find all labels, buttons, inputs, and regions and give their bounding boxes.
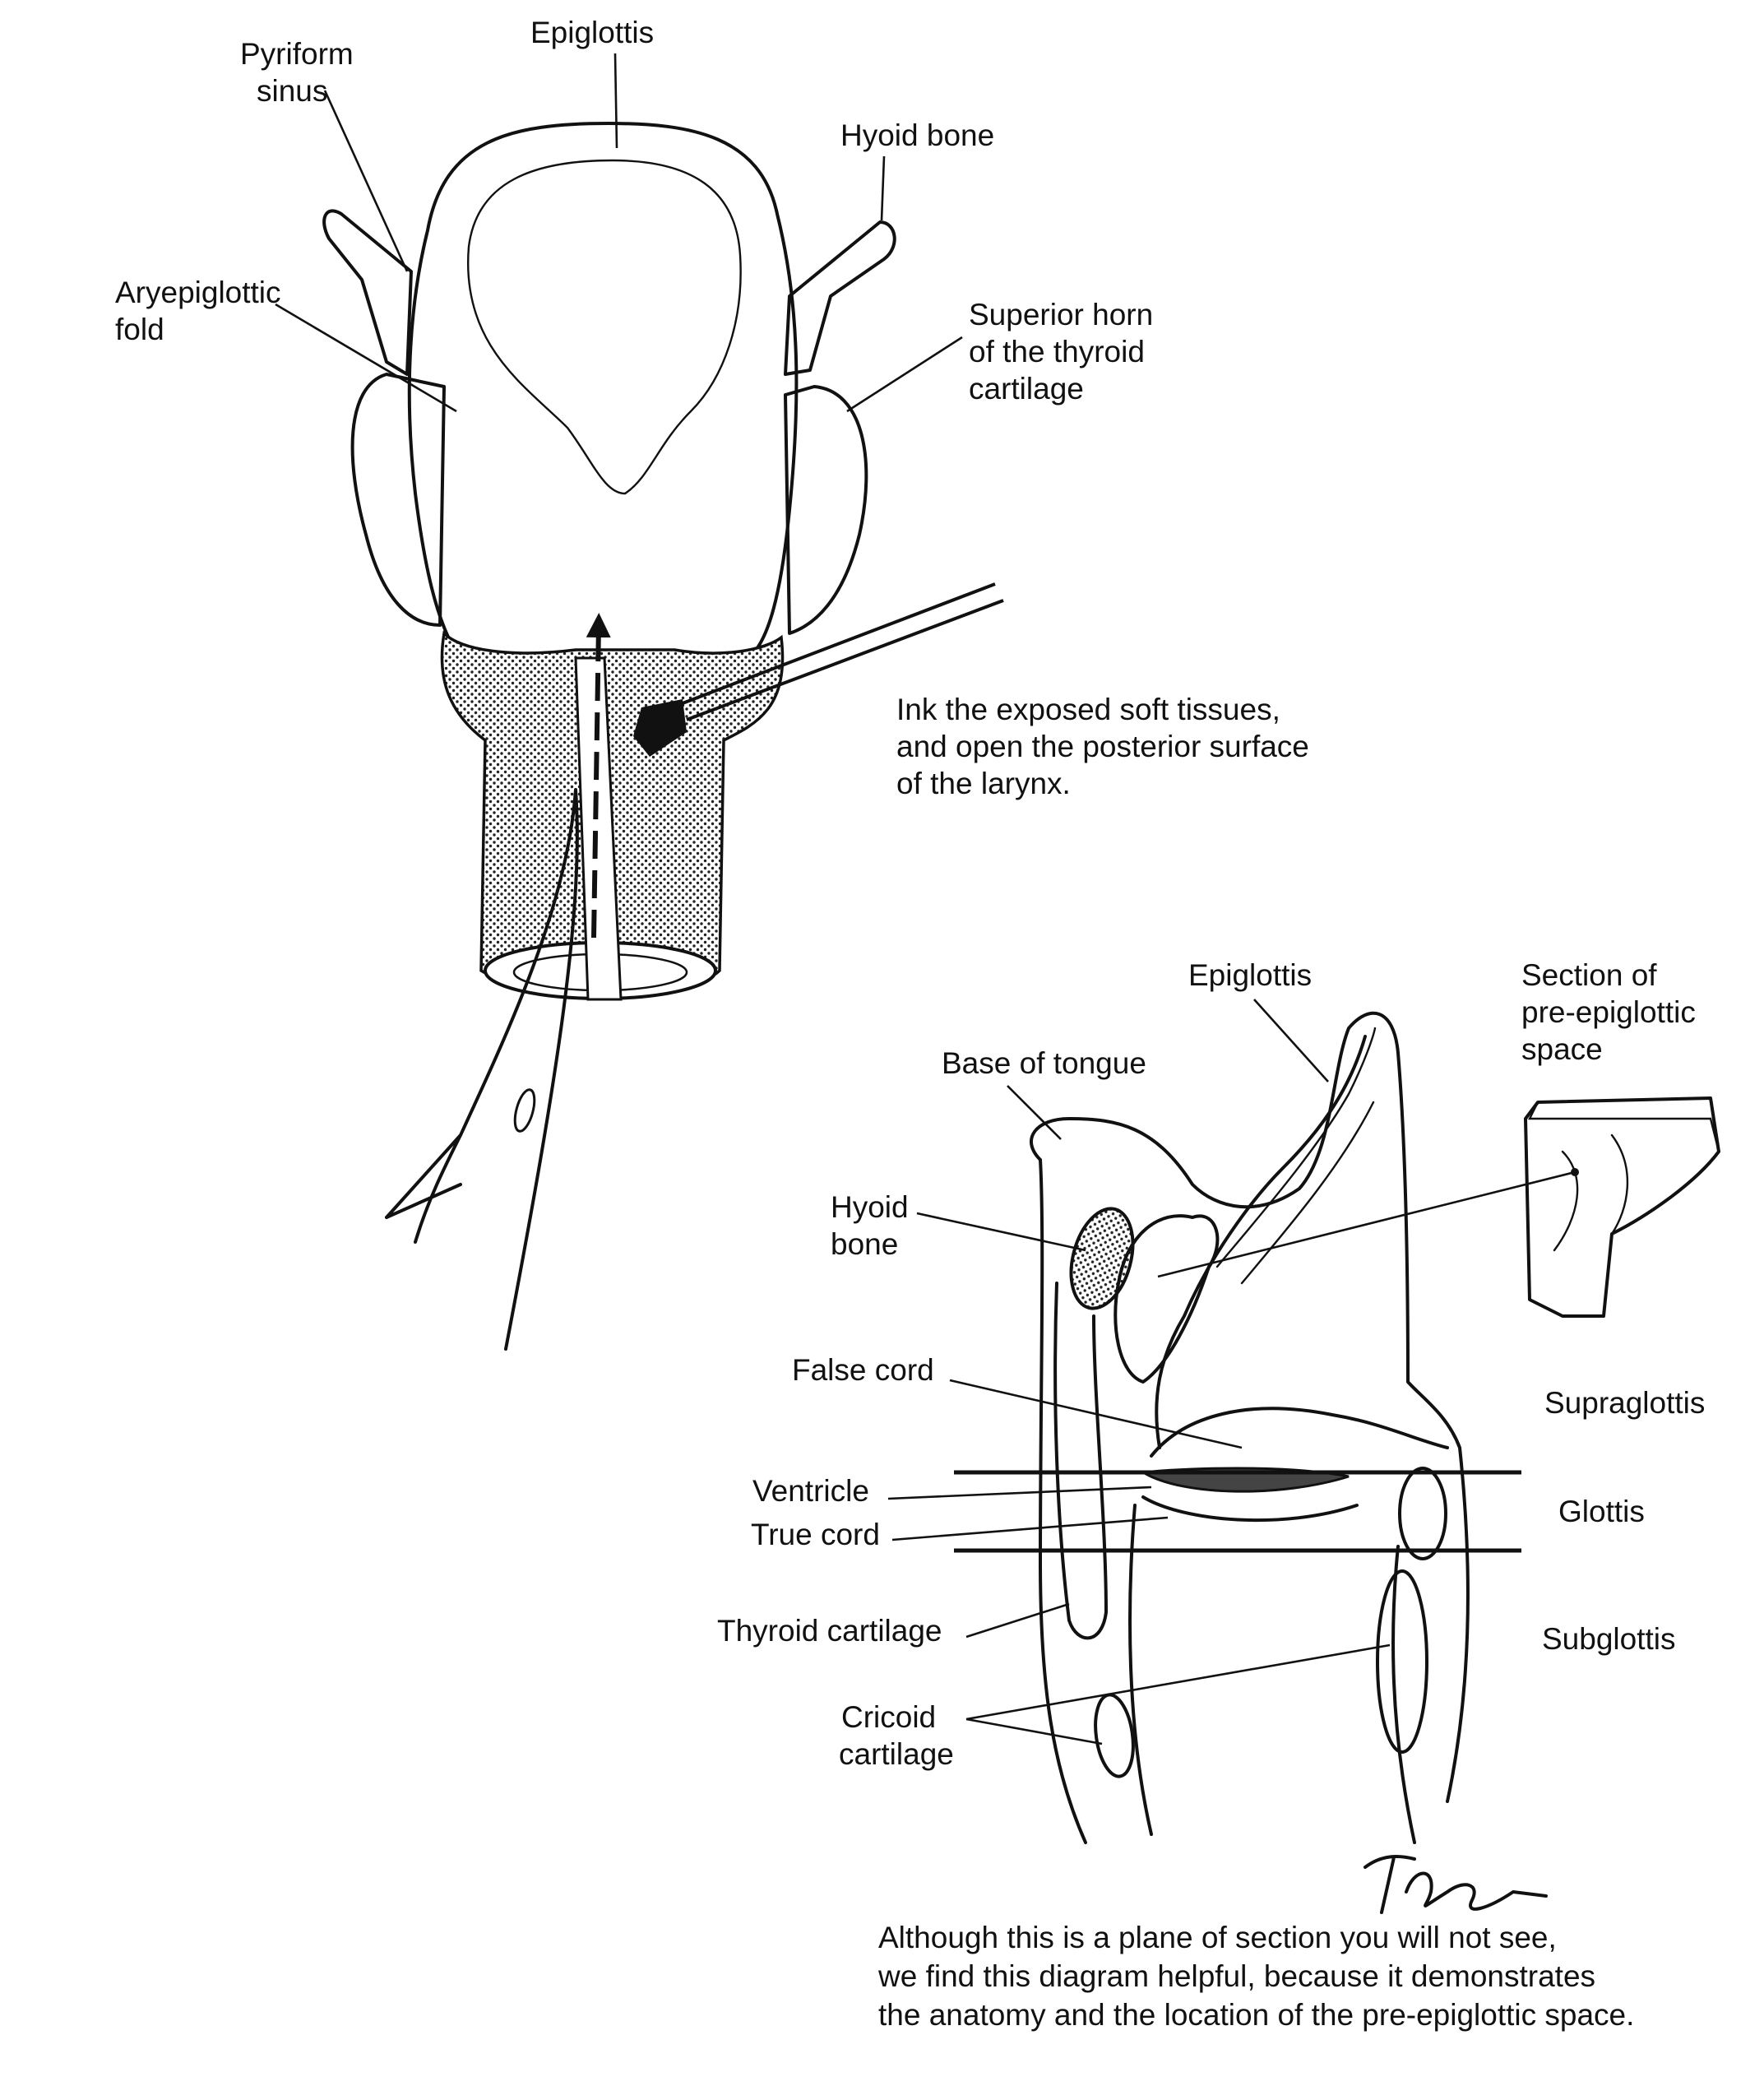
ink-instruction: Ink the exposed soft tissues, and open t…: [896, 693, 1317, 800]
thyroid-wing-right: [784, 385, 868, 635]
anterior-outline: [1030, 1011, 1470, 1803]
sagittal-section-drawing: [1030, 1011, 1470, 1844]
incision-arrow: [586, 613, 611, 939]
leader-ventricle: [887, 1486, 1152, 1500]
leader-cricoid-posterior: [965, 1643, 1391, 1721]
leader-base-of-tongue: [1007, 1085, 1062, 1140]
label-cricoid-cartilage: Cricoid cartilage: [839, 1700, 954, 1771]
label-hyoid-bone-top: Hyoid bone: [840, 118, 994, 152]
leader-hyoid-bone-section: [916, 1212, 1086, 1252]
leader-hyoid-bone-top: [880, 155, 886, 221]
applicator-tip: [633, 699, 687, 757]
anterior-wall: [1039, 1158, 1087, 1844]
scissors-rivet: [513, 1088, 536, 1133]
label-supraglottis: Supraglottis: [1544, 1386, 1705, 1420]
applicator-stick: [682, 582, 996, 705]
label-subglottis: Subglottis: [1542, 1622, 1676, 1656]
label-aryepiglottic-fold: Aryepiglottic fold: [115, 276, 289, 346]
hyoid-bone-section: [1069, 1207, 1135, 1310]
leader-epiglottis-top: [613, 53, 618, 149]
label-epiglottis-top: Epiglottis: [530, 16, 654, 49]
leader-cricoid-anterior: [965, 1717, 1103, 1745]
arytenoid-oval: [1398, 1467, 1447, 1560]
leader-aryepiglottic-fold: [275, 303, 457, 413]
applicator-stick-edge: [686, 599, 1004, 721]
label-thyroid-cartilage: Thyroid cartilage: [717, 1614, 942, 1648]
thyroid-cartilage-plate: [1053, 1282, 1108, 1640]
pre-epiglottic-block: [1524, 1096, 1720, 1318]
posterior-incision: [574, 656, 623, 1001]
artist-signature: [1364, 1855, 1548, 1914]
label-pyriform-sinus: Pyriform sinus: [240, 37, 362, 108]
label-true-cord: True cord: [751, 1518, 880, 1551]
label-ventricle: Ventricle: [752, 1474, 869, 1508]
leader-pyriform-sinus: [323, 90, 409, 272]
leader-pre-epiglottic-block: [1157, 1170, 1576, 1278]
leader-epiglottis-section: [1253, 999, 1329, 1082]
cricoid-posterior: [1376, 1569, 1428, 1754]
epiglottis-outline: [407, 122, 799, 660]
epiglottis-leaf: [1215, 1027, 1377, 1285]
true-cord: [1141, 1495, 1359, 1523]
leader-superior-horn: [846, 336, 963, 413]
hyoid-horn-right: [784, 220, 896, 376]
figure-caption: Although this is a plane of section you …: [877, 1921, 1634, 2032]
label-glottis: Glottis: [1558, 1495, 1645, 1528]
leader-thyroid-cartilage: [965, 1602, 1070, 1639]
pre-epiglottic-fat: [1113, 1214, 1220, 1384]
cricoid-anterior: [1094, 1693, 1135, 1778]
label-section-pre-epiglottic: Section of pre-epiglottic space: [1521, 958, 1704, 1066]
leader-false-cord: [949, 1379, 1243, 1449]
label-hyoid-bone-section: Hyoid bone: [831, 1190, 917, 1261]
label-false-cord: False cord: [792, 1353, 934, 1387]
laryngeal-lumen: [1128, 1035, 1416, 1844]
label-base-of-tongue: Base of tongue: [942, 1046, 1146, 1080]
label-epiglottis-section: Epiglottis: [1188, 958, 1312, 992]
epiglottis-inner-rim: [466, 159, 742, 495]
hyoid-horn-left: [322, 209, 413, 376]
scissors: [385, 788, 579, 1351]
thyroid-wing-left: [350, 373, 446, 627]
false-cord: [1150, 1407, 1449, 1458]
leader-true-cord: [891, 1516, 1169, 1541]
label-superior-horn: Superior horn of the thyroid cartilage: [969, 298, 1161, 406]
posterior-larynx-drawing: [322, 122, 1004, 1351]
